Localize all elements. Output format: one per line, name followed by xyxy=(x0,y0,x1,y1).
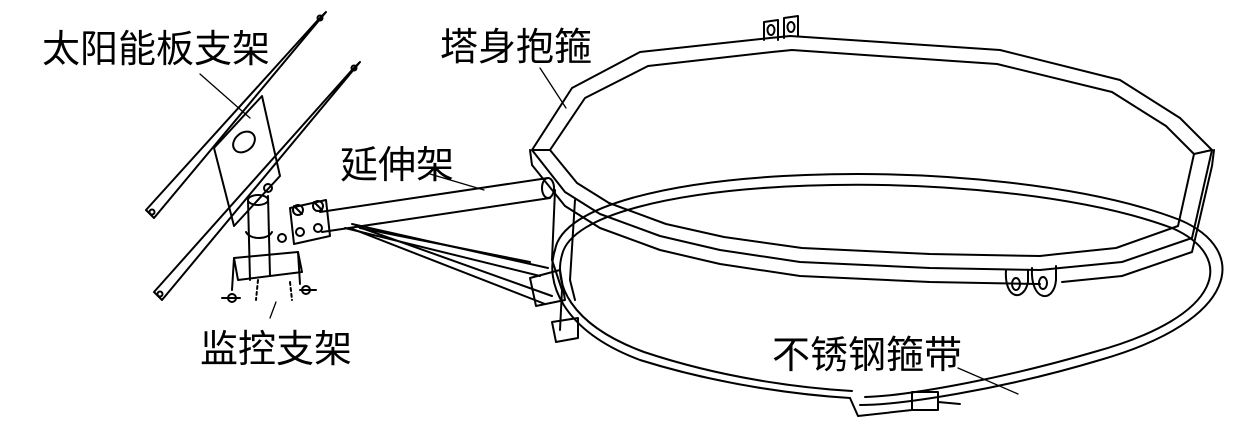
tower-hoop xyxy=(529,15,1215,297)
solar-panel-bracket xyxy=(145,11,361,301)
label-extension-arm: 延伸架 xyxy=(340,143,455,187)
label-tower-hoop: 塔身抱箍 xyxy=(440,25,593,69)
label-stainless-strap: 不锈钢箍带 xyxy=(772,333,963,377)
label-solar-panel-bracket: 太阳能板支架 xyxy=(42,27,271,71)
ring-clamp-block xyxy=(529,189,579,343)
camera-bracket xyxy=(221,183,317,303)
label-camera-bracket: 监控支架 xyxy=(200,327,353,371)
extension-arm xyxy=(319,177,555,305)
leader-lines xyxy=(199,67,1019,395)
stainless-strap xyxy=(551,173,1224,417)
arm-mount-plate xyxy=(289,199,331,245)
